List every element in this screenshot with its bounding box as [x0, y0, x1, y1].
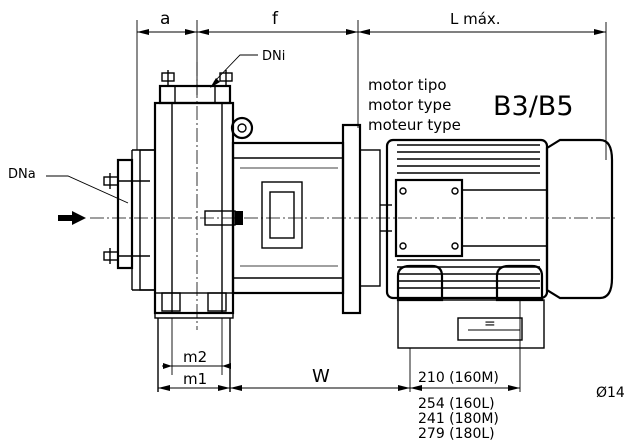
- dim-f-label: f: [272, 9, 279, 29]
- suction-bolt-top: [103, 173, 150, 189]
- w-label: W: [312, 366, 330, 387]
- motor-size-160l: 254 (160L): [418, 396, 495, 412]
- flow-arrow: [58, 211, 86, 225]
- dni-callout: DNi: [210, 49, 285, 88]
- diameter-label: Ø14: [596, 385, 625, 401]
- motor-type-text: motor type: [368, 96, 451, 114]
- bearing-bracket: [204, 123, 392, 315]
- pump-casing: [103, 62, 254, 392]
- motor-tipo-text: motor tipo: [368, 76, 447, 94]
- moteur-type-text: moteur type: [368, 116, 461, 134]
- m1-label: m1: [183, 370, 207, 388]
- dim-l-max-label: L máx.: [450, 10, 501, 28]
- discharge-stud-right: [219, 70, 233, 86]
- dna-label: DNa: [8, 167, 36, 182]
- discharge-stud-left: [161, 70, 175, 86]
- m2-label: m2: [183, 348, 207, 366]
- dna-callout: DNa: [8, 167, 129, 204]
- top-dimensions: a f L máx.: [136, 9, 607, 160]
- suction-bolt-bottom: [103, 248, 150, 264]
- dim-a-label: a: [160, 9, 170, 29]
- dni-label: DNi: [262, 49, 285, 64]
- electric-motor: [385, 138, 614, 349]
- mount-type-text: B3/B5: [493, 91, 574, 122]
- motor-type-label: motor tipo motor type moteur type B3/B5: [368, 76, 574, 134]
- motor-size-180m: 241 (180M): [418, 411, 499, 427]
- bottom-dimensions: m2 m1 W 210 (160M) 254 (160L) 241 (180M)…: [158, 300, 625, 442]
- equal-label: =: [484, 316, 496, 332]
- motor-size-160m: 210 (160M): [418, 370, 499, 386]
- equal-marker: =: [468, 316, 520, 332]
- motor-size-180l: 279 (180L): [418, 426, 495, 442]
